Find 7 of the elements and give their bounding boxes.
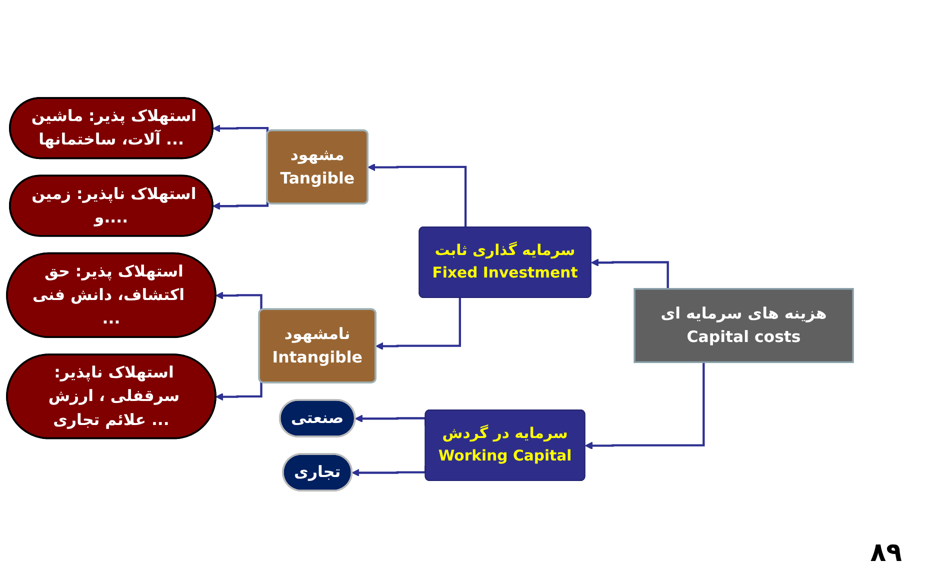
arrow <box>216 382 262 400</box>
arrow <box>584 362 705 450</box>
arrow <box>368 163 467 228</box>
arrow <box>376 298 462 350</box>
page-number: ۸۹ <box>870 538 902 568</box>
arrow <box>590 258 669 289</box>
arrow <box>216 291 262 310</box>
